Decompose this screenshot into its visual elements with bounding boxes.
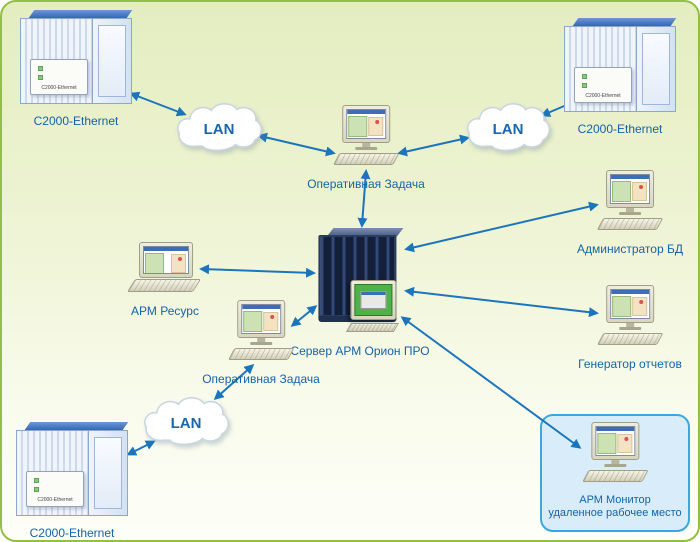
lan-cloud-top-left: LAN xyxy=(174,101,264,157)
led-indicator xyxy=(34,478,39,483)
led-indicator xyxy=(38,75,43,80)
led-indicator xyxy=(582,74,587,79)
workstation-icon xyxy=(581,422,649,484)
lan-label: LAN xyxy=(170,414,202,432)
monitor xyxy=(139,242,193,278)
node-label-report-generator: Генератор отчетов xyxy=(578,357,682,371)
workstation-icon xyxy=(227,300,295,362)
keyboard xyxy=(126,279,202,292)
cabinet-door xyxy=(88,430,128,516)
monitor-screen xyxy=(143,246,189,274)
monitor xyxy=(237,300,285,338)
workstation-icon xyxy=(596,170,664,232)
cloud-icon xyxy=(143,397,230,446)
keyboard xyxy=(596,218,664,230)
keyboard xyxy=(332,153,400,165)
node-c2000-top-left: C2000-Ethernet C2000-Ethernet xyxy=(20,10,133,128)
monitor-screen xyxy=(346,109,386,139)
lan-label: LAN xyxy=(492,120,524,138)
cabinet-door xyxy=(636,26,676,112)
node-label-arm-monitor: АРМ Монитор удаленное рабочее место xyxy=(548,494,681,520)
lan-cloud-bottom-left: LAN xyxy=(141,395,231,451)
cloud-icon xyxy=(466,103,551,152)
device-model-text: C2000-Ethernet xyxy=(37,497,73,503)
monitor xyxy=(605,285,654,323)
laptop-icon xyxy=(126,242,202,294)
c2000-device-unit: C2000-Ethernet xyxy=(574,67,632,103)
monitor xyxy=(342,105,390,143)
screen-window xyxy=(360,291,386,309)
lan-label: LAN xyxy=(203,120,235,138)
workstation-icon xyxy=(332,105,400,167)
node-label-db-admin: Администратор БД xyxy=(577,242,683,256)
node-operational-task-top: Оперативная Задача xyxy=(307,105,425,191)
monitor-screen xyxy=(241,304,281,334)
monitor-screen xyxy=(609,174,650,204)
node-label-operational-task-top: Оперативная Задача xyxy=(307,177,425,191)
node-arm-resurs: АРМ Ресурс xyxy=(126,242,202,318)
node-operational-task-left: Оперативная Задача xyxy=(202,300,320,386)
node-label-c2000-bottom-left: C2000-Ethernet xyxy=(29,526,115,540)
c2000-cabinet-icon: C2000-Ethernet xyxy=(16,422,129,516)
node-label-server-orion: Сервер АРМ Орион ПРО xyxy=(290,344,430,358)
node-report-generator: Генератор отчетов xyxy=(578,285,682,371)
cabinet-door xyxy=(92,18,132,104)
keyboard xyxy=(581,470,649,482)
node-label-operational-task-left: Оперативная Задача xyxy=(202,372,320,386)
c2000-device-unit: C2000-Ethernet xyxy=(26,471,84,507)
led-indicator xyxy=(582,83,587,88)
edge-server-report-gen xyxy=(404,286,599,318)
node-c2000-bottom-left: C2000-Ethernet C2000-Ethernet xyxy=(16,422,129,540)
keyboard xyxy=(345,323,399,332)
led-indicator xyxy=(34,487,39,492)
arm-monitor-label-line2: удаленное рабочее место xyxy=(548,507,682,519)
c2000-cabinet-icon: C2000-Ethernet xyxy=(564,18,677,112)
c2000-device-unit: C2000-Ethernet xyxy=(30,59,88,95)
cloud-icon xyxy=(176,103,263,152)
keyboard xyxy=(596,333,664,345)
monitor-screen xyxy=(594,426,635,456)
edge-server-db-admin xyxy=(404,201,599,253)
server-icon xyxy=(314,228,406,334)
node-arm-monitor: АРМ Монитор удаленное рабочее место xyxy=(548,422,682,520)
node-label-arm-resurs: АРМ Ресурс xyxy=(131,304,199,318)
device-model-text: C2000-Ethernet xyxy=(585,93,621,99)
device-model-text: C2000-Ethernet xyxy=(41,85,77,91)
arm-monitor-label-line1: АРМ Монитор xyxy=(579,494,651,506)
node-label-c2000-top-left: C2000-Ethernet xyxy=(33,114,119,128)
node-c2000-top-right: C2000-Ethernet C2000-Ethernet xyxy=(564,18,677,136)
server-monitor xyxy=(350,280,396,320)
led-indicator xyxy=(38,66,43,71)
node-label-c2000-top-right: C2000-Ethernet xyxy=(577,122,663,136)
keyboard xyxy=(227,348,295,360)
workstation-icon xyxy=(596,285,664,347)
node-server-orion: Сервер АРМ Орион ПРО xyxy=(290,228,430,358)
lan-cloud-top-right: LAN xyxy=(464,101,552,157)
monitor-screen xyxy=(609,289,650,319)
node-db-admin: Администратор БД xyxy=(577,170,683,256)
monitor xyxy=(590,422,639,460)
monitor xyxy=(605,170,654,208)
c2000-cabinet-icon: C2000-Ethernet xyxy=(20,10,133,104)
server-monitor-screen xyxy=(354,284,392,316)
